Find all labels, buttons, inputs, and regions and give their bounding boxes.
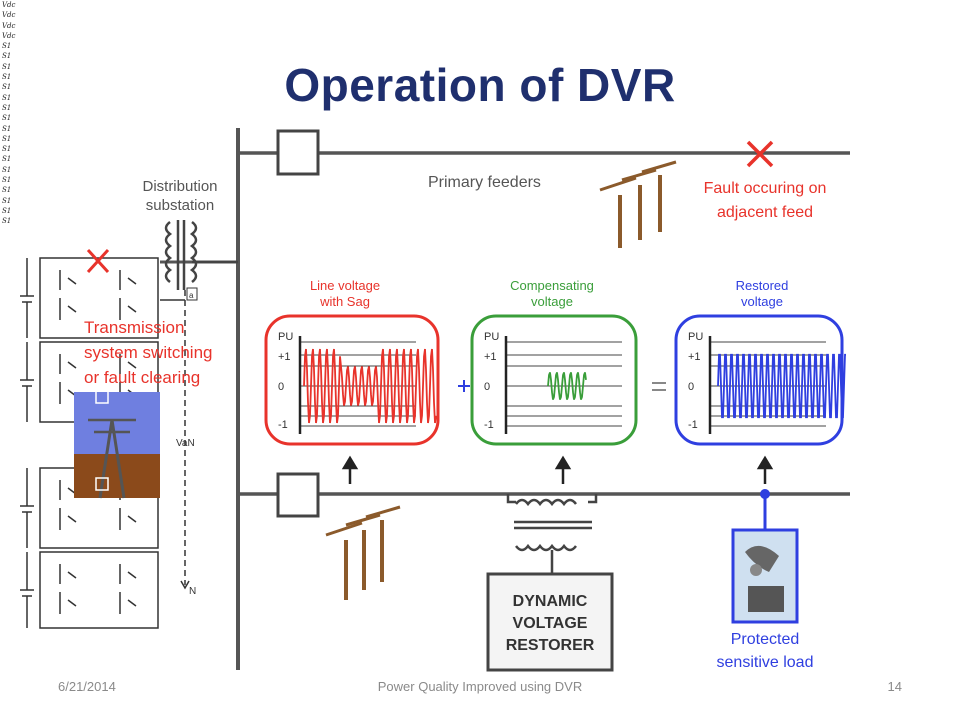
utility-pole-icon	[325, 505, 401, 600]
label-s: S1	[2, 217, 12, 226]
dvr-label: VOLTAGE	[513, 615, 588, 632]
label-s: S1	[2, 93, 12, 102]
substation-label: substation	[146, 197, 214, 214]
primary-feeders-label: Primary feeders	[428, 174, 541, 191]
axis-tick-label: -1	[484, 419, 494, 431]
axis-tick-label: PU	[688, 331, 703, 343]
dvr-label: DYNAMIC	[513, 593, 588, 610]
label-vdc: Vdc	[2, 21, 16, 30]
panel-compensating-voltage: PU +1 0 -1	[470, 314, 638, 446]
substation-transformer-icon	[164, 220, 238, 290]
label-vdc: Vdc	[2, 1, 16, 9]
inverter-circuit	[20, 257, 190, 629]
inverter-terminal-box	[186, 287, 198, 301]
panel-restored-title: Restored	[736, 278, 789, 293]
axis-tick-label: +1	[278, 351, 291, 363]
dvr-label: RESTORER	[506, 637, 595, 654]
label-s: S1	[2, 176, 12, 185]
panel-compensating-title: voltage	[531, 294, 573, 309]
slide-title: Operation of DVR	[284, 59, 676, 111]
label-s: S1	[2, 62, 12, 71]
axis-tick-label: 0	[278, 381, 284, 393]
panel-line-voltage-title: with Sag	[319, 294, 370, 309]
label-s: S1	[2, 83, 12, 92]
panel-line-voltage: PU +1 0 -1	[264, 314, 440, 446]
substation-label: Distribution	[142, 178, 217, 195]
label-s: S1	[2, 206, 12, 215]
inverter-label-a: a	[189, 291, 194, 300]
label-s: S1	[2, 155, 12, 164]
breaker-bottom	[276, 472, 320, 518]
label-s: S1	[2, 145, 12, 154]
axis-tick-label: 0	[688, 381, 694, 393]
label-s: S1	[2, 134, 12, 143]
protected-load-label: Protected	[731, 631, 799, 648]
up-arrow-icon	[341, 455, 774, 484]
axis-tick-label: +1	[484, 351, 497, 363]
label-vdc: Vdc	[2, 31, 16, 40]
protected-load	[731, 489, 799, 624]
panel-restored-voltage: PU +1 0 -1	[674, 314, 846, 446]
panel-compensating-title: Compensating	[510, 278, 594, 293]
label-s: S1	[2, 165, 12, 174]
fault-x-icon	[746, 140, 774, 168]
breaker-top	[276, 129, 320, 176]
label-s: S1	[2, 124, 12, 133]
protected-load-label: sensitive load	[717, 654, 814, 671]
label-vdc: Vdc	[2, 11, 16, 20]
fault-label: adjacent feed	[717, 204, 813, 221]
axis-tick-label: -1	[278, 419, 288, 431]
waveform	[547, 372, 587, 400]
panel-line-voltage-title: Line voltage	[310, 278, 380, 293]
transmission-label: Transmission	[84, 318, 184, 337]
axis-tick-label: PU	[278, 331, 293, 343]
utility-pole-icon	[599, 160, 677, 248]
label-s: S1	[2, 42, 12, 51]
fault-label: Fault occuring on	[704, 180, 827, 197]
transmission-label: or fault clearing	[84, 368, 200, 387]
footer-date: 6/21/2014	[58, 679, 116, 694]
footer-page-number: 14	[887, 679, 902, 694]
axis-tick-label: PU	[484, 331, 499, 343]
axis-tick-label: 0	[484, 381, 490, 393]
label-s: S1	[2, 186, 12, 195]
inverter-label-van: VaN	[176, 438, 195, 449]
label-s: S1	[2, 52, 12, 61]
label-s: S1	[2, 73, 12, 82]
sidebar-variable-labels: Vdc Vdc Vdc Vdc S1 S1 S1 S1 S1 S1 S1 S1 …	[2, 0, 16, 227]
waveform	[717, 353, 846, 419]
panel-restored-title: voltage	[741, 294, 783, 309]
label-s: S1	[2, 114, 12, 123]
transmission-label: system switching	[84, 343, 212, 362]
axis-tick-label: -1	[688, 419, 698, 431]
label-s: S1	[2, 103, 12, 112]
transmission-tower-image	[74, 390, 160, 499]
footer-title: Power Quality Improved using DVR	[377, 679, 583, 694]
waveform	[303, 348, 437, 424]
dvr-transformer-icon	[506, 494, 598, 574]
label-s: S1	[2, 196, 12, 205]
dvr-box	[486, 572, 614, 672]
equals-operator	[652, 382, 666, 391]
inverter-label-n: N	[189, 586, 196, 597]
axis-tick-label: +1	[688, 351, 701, 363]
fault-x-icon	[86, 248, 110, 274]
